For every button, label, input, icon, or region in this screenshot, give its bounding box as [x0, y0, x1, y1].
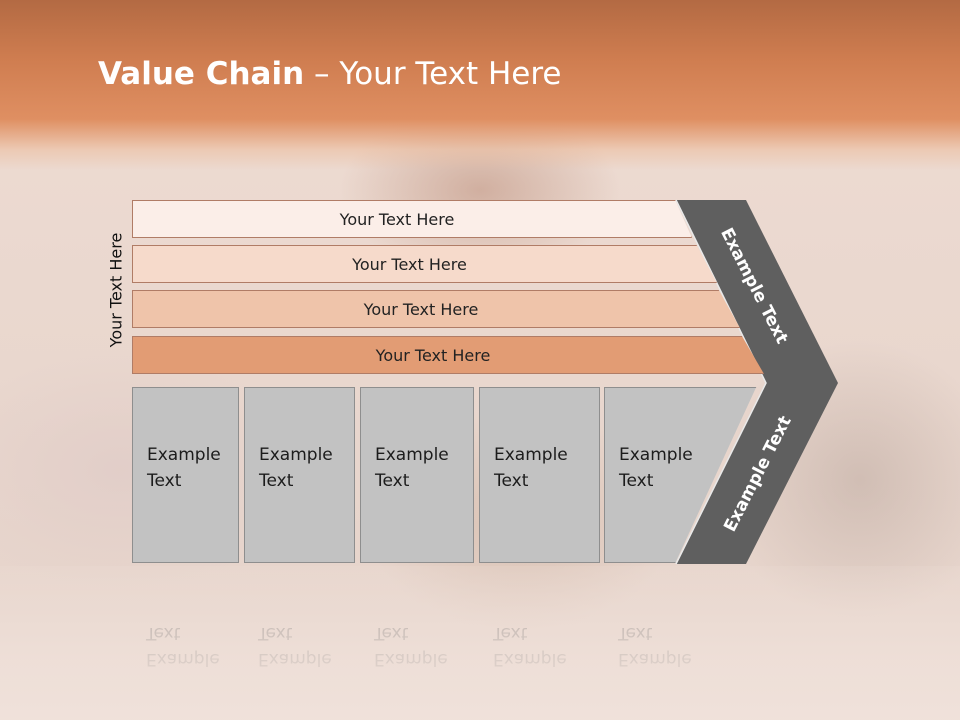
- band-4: Your Text Here: [132, 336, 764, 374]
- band-4-text: Your Text Here: [375, 345, 491, 365]
- box-5-line2: Text: [619, 471, 654, 491]
- box-2-line2: Text: [259, 471, 294, 491]
- band-3-text: Your Text Here: [363, 299, 479, 319]
- box-1-line2: Text: [147, 471, 182, 491]
- band-2-text: Your Text Here: [352, 254, 467, 274]
- slide-title: Value Chain – Your Text Here: [98, 52, 561, 96]
- band-3: Your Text Here: [132, 290, 740, 328]
- box-3-line1: Example: [375, 445, 449, 465]
- side-label-text: Your Text Here: [106, 232, 126, 348]
- band-1: Your Text Here: [132, 200, 692, 238]
- band-2: Your Text Here: [132, 245, 717, 283]
- box-5-line1: Example: [619, 445, 693, 465]
- box-4-line1: Example: [494, 445, 568, 465]
- box-3-line2: Text: [375, 471, 410, 491]
- box-4-line2: Text: [494, 471, 529, 491]
- side-label: Your Text Here: [103, 220, 129, 360]
- box-2-line1: Example: [259, 445, 333, 465]
- title-band: [0, 0, 960, 170]
- title-rest: – Your Text Here: [304, 56, 562, 92]
- box-1-line1: Example: [147, 445, 221, 465]
- band-1-text: Your Text Here: [339, 209, 455, 229]
- title-strong: Value Chain: [98, 56, 305, 92]
